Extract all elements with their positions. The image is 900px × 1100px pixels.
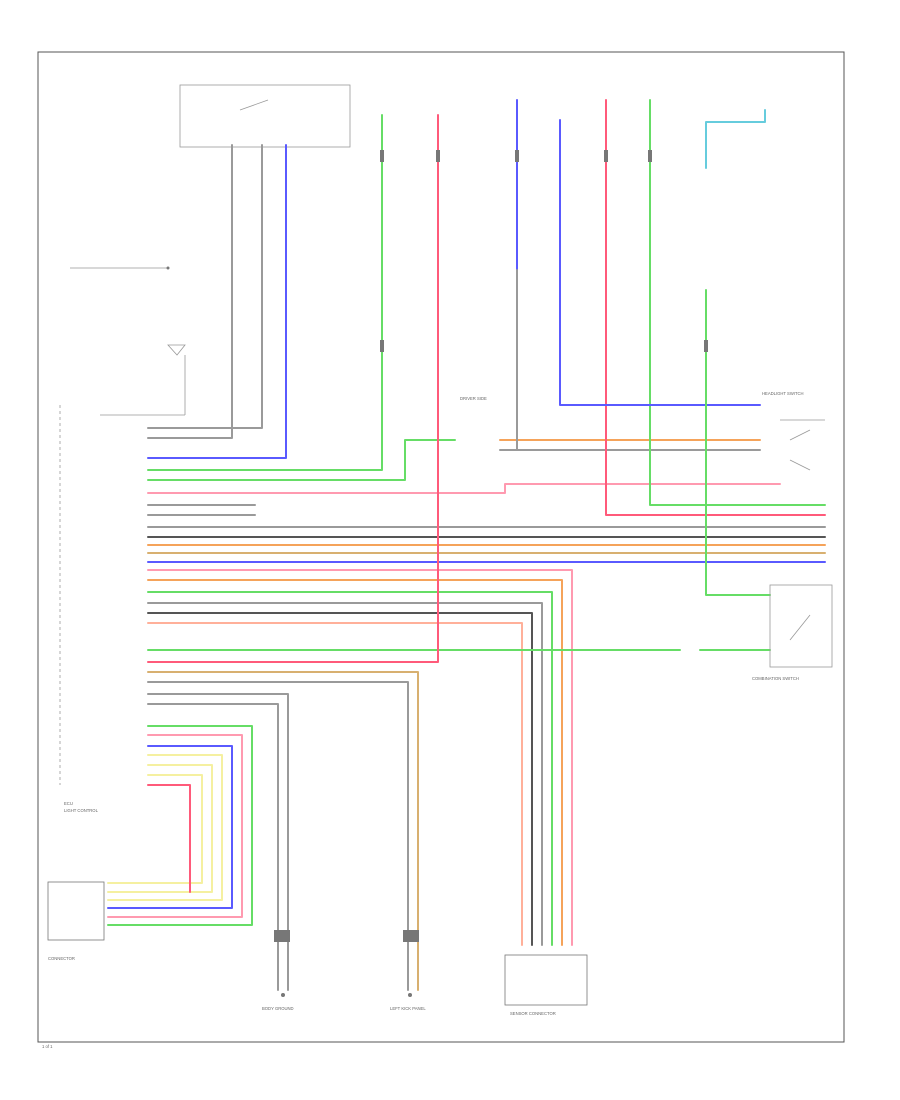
left-sensor-switch (70, 266, 170, 270)
wire-pink-short (107, 734, 243, 918)
connector-marks (380, 150, 708, 352)
bottom-sensor-box (504, 954, 588, 1006)
label-connector-box: CONNECTOR (48, 956, 75, 961)
wire-green-right (649, 99, 826, 506)
wire-gray-long (147, 602, 543, 946)
wire-green-long (147, 591, 553, 946)
bottom-left-connector (47, 881, 105, 941)
label-bottom-right: SENSOR CONNECTOR (510, 1011, 556, 1016)
wire-orange-long (147, 579, 563, 946)
label-ecu: ECU (64, 801, 73, 806)
wire-gray-7 (147, 693, 289, 991)
wire-red-main (147, 114, 439, 663)
right-switch-lower (769, 584, 833, 668)
label-driver-switch: DRIVER SIDE (460, 396, 487, 401)
wire-gray-6 (147, 681, 409, 991)
top-switch-arm (239, 99, 269, 111)
label-light-ecu: LIGHT CONTROL (64, 808, 99, 813)
wire-red-right (605, 99, 826, 516)
label-bottom-mid: LEFT KICK PANEL (390, 1006, 426, 1011)
top-switch-box (179, 84, 351, 148)
wire-green-2 (147, 439, 456, 481)
wire-gray-1 (147, 144, 263, 429)
label-right-switch-mid: COMBINATION SWITCH (752, 676, 799, 681)
wire-dark-long (147, 612, 533, 946)
wire-gray-2 (147, 144, 233, 439)
wire-red-left (147, 784, 191, 893)
wire-green-1 (147, 114, 383, 471)
diagram-frame (37, 51, 845, 1043)
wire-pink-long (147, 569, 573, 946)
wire-pink-1 (147, 483, 781, 494)
wire-blue-loop (559, 119, 761, 406)
wire-green-top (705, 289, 771, 596)
wire-yellow-2 (107, 764, 213, 893)
label-footer: 1 of 1 (42, 1044, 53, 1049)
label-bottom-left: BODY GROUND (262, 1006, 294, 1011)
wire-green-short (107, 725, 253, 926)
wire-yellow-3 (107, 774, 203, 884)
bottom-connector-pins-left (274, 930, 290, 997)
wire-blue-short (107, 745, 233, 909)
bottom-connector-pins-mid (403, 930, 419, 997)
label-right-switch-top: HEADLIGHT SWITCH (762, 391, 804, 396)
right-switch-upper (780, 419, 825, 471)
ground-symbol-top (167, 344, 186, 415)
wire-tan-1 (147, 671, 419, 991)
wire-yellow-1 (107, 754, 223, 901)
wire-blue-top (147, 144, 287, 459)
wire-lightblue (705, 109, 766, 169)
wire-gray-8 (147, 703, 279, 991)
wire-salmon-long (147, 622, 523, 946)
